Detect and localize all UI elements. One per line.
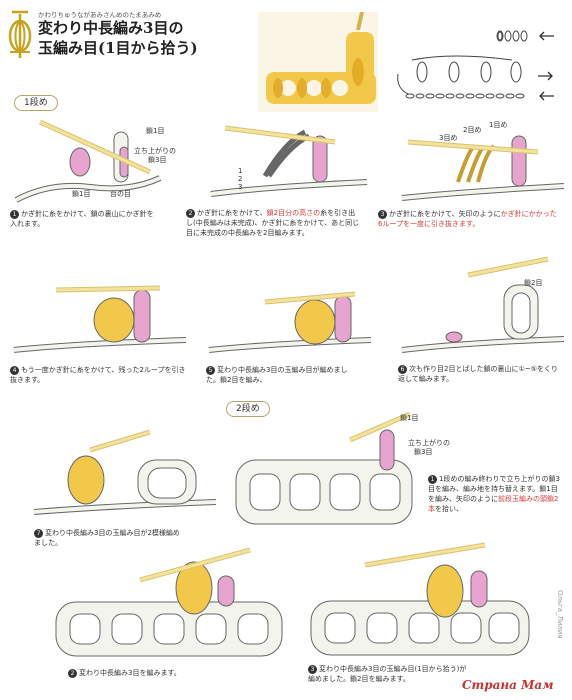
step7-illustration	[33, 429, 217, 515]
step5-illustration	[208, 291, 372, 353]
row2-step2-illustration	[55, 547, 283, 657]
step-text: 変わり中長編み3目を編みます。	[79, 669, 181, 677]
step-text: 変わり中長編み3目の玉編み目が2模様編めました。	[34, 529, 180, 547]
step-number-badge: 6	[398, 365, 407, 374]
step-number-badge: 2	[186, 209, 195, 218]
step3-illustration	[401, 135, 565, 201]
step-text: 変わり中長編み3目の玉編み目が編めました。鎖2目を編み、	[206, 366, 348, 384]
step4-illustration	[13, 285, 187, 353]
step-text: を拾い、	[435, 505, 463, 513]
label-n3: 3	[238, 183, 243, 191]
step-text: 次も作り目2目とばした鎖の裏山に①~⑤をくり返して編みます。	[398, 365, 558, 383]
section-row2: 2段め	[226, 401, 270, 417]
step-highlight-text: 前段玉編みの頭鎖2本	[428, 495, 559, 513]
step-text: かぎ針に糸をかけて、鎖の裏山にかぎ針を入れます。	[10, 210, 154, 228]
step-text: 糸を引き出し(中長編みは未完成)、かぎ針に糸をかけて、あと同じ目に未完成の中長編…	[186, 209, 360, 237]
site-watermark: Страна Мам	[462, 678, 554, 692]
label-ch1-base: 鎖1目	[72, 190, 91, 198]
step-number-badge: 5	[206, 366, 215, 375]
vertical-watermark: Ольгa_Лилия	[556, 590, 564, 639]
swatch-photo	[258, 12, 378, 112]
label-r2-turn-a: 立ち上がりの	[408, 439, 450, 447]
label-ch1-a: 鎖1目	[146, 127, 165, 135]
step-number-badge: 4	[10, 366, 19, 375]
step-text: もう一度かぎ針に糸をかけて、残った2ループを引き抜きます。	[10, 366, 186, 384]
page-title-line1: 変わり中長編み3目の	[38, 19, 184, 37]
label-s6-ch2: 鎖2目	[524, 279, 543, 287]
step2-illustration	[210, 125, 368, 197]
label-turn3-b: 鎖3目	[148, 156, 167, 164]
step-number-badge: 7	[34, 529, 43, 538]
step-text: かぎ針に糸をかけて、	[197, 209, 267, 217]
step-number-badge: 3	[378, 210, 387, 219]
step1-illustration	[14, 119, 162, 203]
step-text: 1段めの編み終わりで立ち上がりの鎖3目を編み、編み地を持ち替えます。鎖1目を編み…	[428, 475, 560, 503]
row2-step1-illustration	[235, 411, 413, 525]
step-text: かぎ針に糸をかけて、矢印のように	[389, 210, 501, 218]
step-number-badge: 1	[428, 475, 437, 484]
section-row1: 1段め	[14, 95, 58, 111]
label-r2-turn-b: 鎖3目	[414, 448, 433, 456]
label-s3-2: 2目め	[463, 126, 482, 134]
label-s3-1: 1目め	[489, 121, 508, 129]
step6-illustration	[401, 256, 565, 353]
label-r2-ch1: 鎖1目	[400, 414, 419, 422]
step-text: 変わり中長編み3目の玉編み目(1目から拾う)が編めました。鎖2目を編みます。	[308, 665, 467, 683]
label-base-ch: 台の目	[110, 190, 131, 198]
step-number-badge: 1	[10, 210, 19, 219]
title-ruby: かわりちゅうながあみさんめのたまあみめ	[38, 11, 162, 19]
label-s3-3: 3目め	[439, 134, 458, 142]
row2-step3-illustration	[310, 542, 530, 656]
page-title-line2: 玉編み目(1目から拾う)	[38, 39, 198, 57]
label-n2: 2	[238, 175, 243, 183]
label-turn3-a: 立ち上がりの	[134, 147, 176, 155]
step-number-badge: 2	[68, 669, 77, 678]
step-highlight-text: かぎ針にかかった6ループを一度に引き抜きます。	[378, 210, 557, 228]
stitch-chart	[397, 30, 554, 101]
label-n1: 1	[238, 167, 243, 175]
step-highlight-text: 鎖2目分の高さの	[266, 209, 321, 217]
step-number-badge: 3	[308, 665, 317, 674]
stitch-symbol-icon	[8, 10, 32, 58]
